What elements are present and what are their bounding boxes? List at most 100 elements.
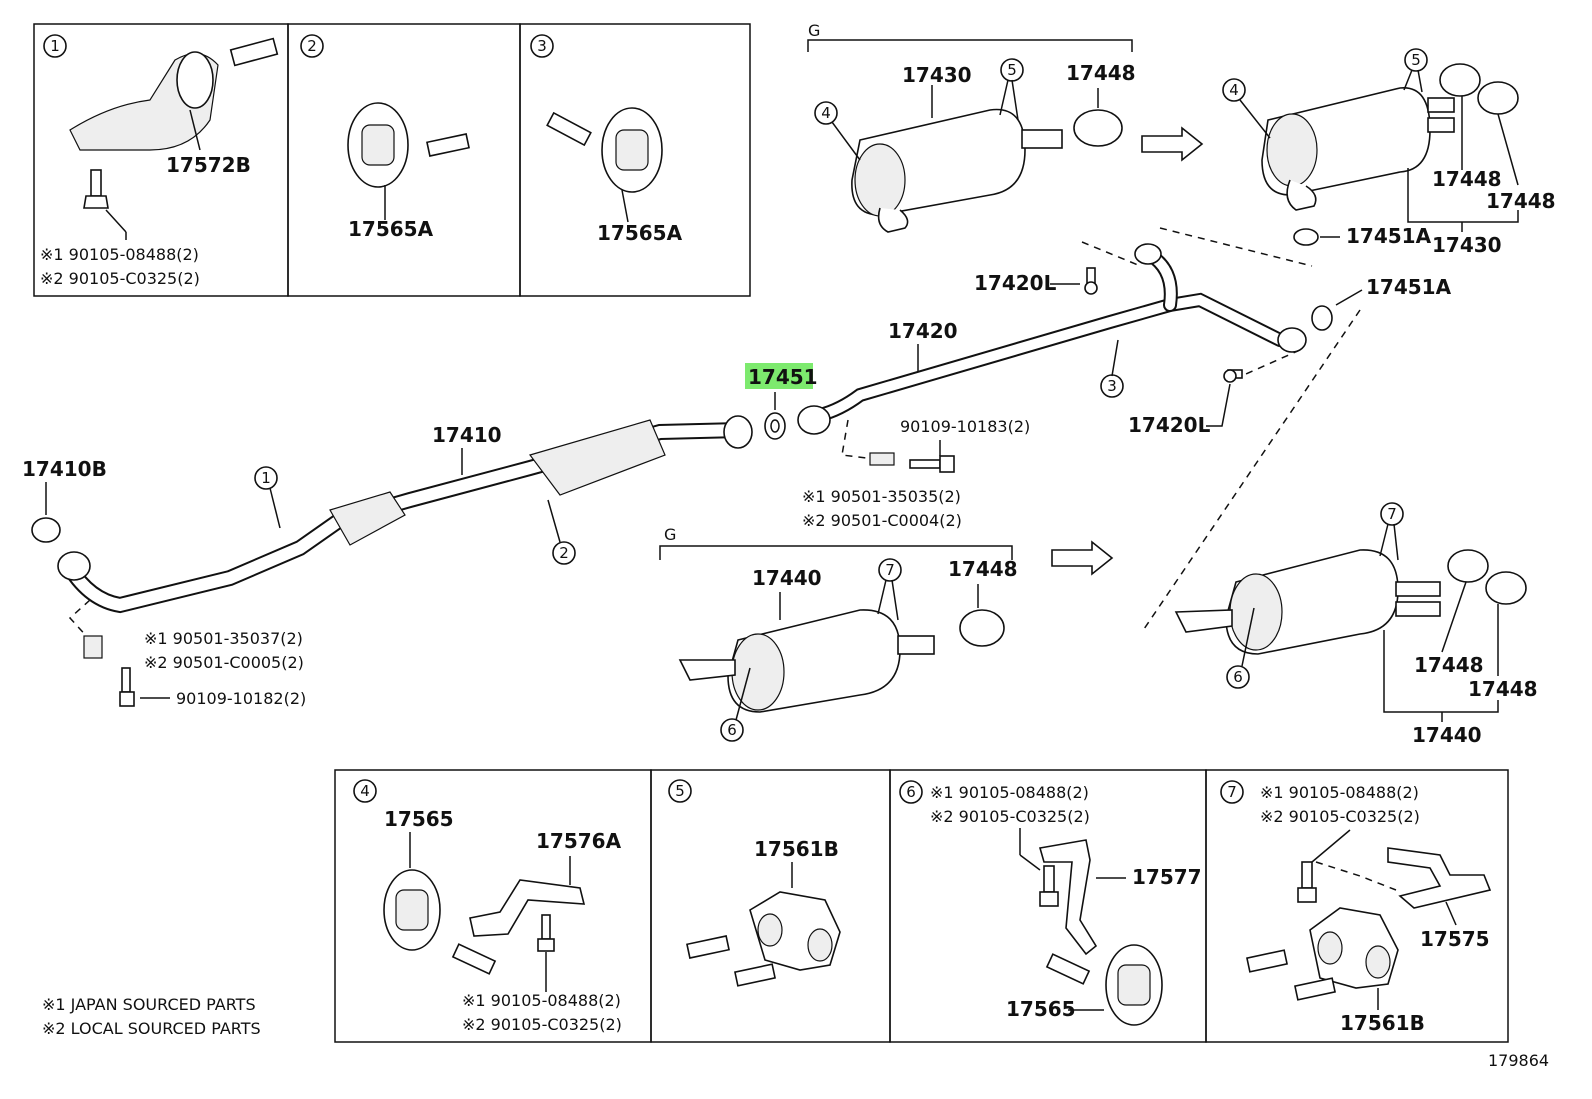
svg-text:1: 1: [261, 469, 271, 487]
tail-pipe-17448-br2: [1485, 571, 1527, 605]
label-17561B-b7: 17561B: [1340, 1011, 1425, 1035]
tail-pipe-17448-r1: [1439, 63, 1481, 97]
callout-6-b: 6: [1226, 665, 1250, 689]
callout-3-box: 3: [530, 34, 554, 58]
svg-text:4: 4: [1229, 81, 1239, 99]
svg-text:6: 6: [1233, 668, 1243, 686]
gasket-17451: 17451: [745, 363, 818, 440]
front-pipe-17410: 17410 1 2 17410B ※1 90501-35037(2) ※2 90…: [22, 415, 753, 708]
label-17410: 17410: [432, 423, 502, 447]
label-17565A-b: 17565A: [597, 221, 683, 245]
label-17565A-a: 17565A: [348, 217, 434, 241]
detail-box-5: 5 17561B: [650, 769, 891, 1043]
bracket-17577: [1038, 839, 1098, 956]
bolt-90109-10182: 90109-10182(2): [176, 689, 306, 708]
callout-7-a: 7: [878, 558, 902, 582]
label-17451: 17451: [748, 365, 818, 389]
detail-box-6: 6 ※1 90105-08488(2) ※2 90105-C0325(2) 17…: [889, 769, 1207, 1043]
arrow-right-top: [1141, 126, 1204, 162]
callout-1-box: 1: [43, 34, 67, 58]
svg-text:1: 1: [50, 37, 60, 55]
detail-box-3: 3 17565A: [519, 23, 751, 297]
tail-pipe-17448-a: [1073, 109, 1123, 147]
callout-7-b: 7: [1380, 502, 1404, 526]
box4-bolt-jp: ※1 90105-08488(2): [462, 991, 621, 1010]
box1-bolt-local: ※2 90105-C0325(2): [40, 269, 200, 288]
label-17451A-a: 17451A: [1346, 224, 1432, 248]
detail-box-7: 7 ※1 90105-08488(2) ※2 90105-C0325(2) 17…: [1205, 769, 1509, 1043]
tail-pipe-17448-br1: [1447, 549, 1489, 583]
label-17451A-b: 17451A: [1366, 275, 1452, 299]
catalytic-converter-rear: [529, 419, 666, 496]
tail-pipe-17448-r2: [1477, 81, 1519, 115]
callout-5-box: 5: [668, 779, 692, 803]
legend-note-local: ※2 LOCAL SOURCED PARTS: [42, 1019, 261, 1038]
catalytic-converter-front: [329, 491, 406, 546]
spring-b-local: ※2 90501-C0005(2): [144, 653, 304, 672]
detail-box-4: 4 17565 17576A ※1 90105-08488(2) ※2 9010…: [334, 769, 652, 1043]
box1-bolt-jp: ※1 90105-08488(2): [40, 245, 199, 264]
highlight-17451: [745, 363, 813, 389]
muffler-17430-variant: 4 5 17448 17448 17430 17451A: [1222, 48, 1556, 257]
box6-bolt-jp: ※1 90105-08488(2): [930, 783, 1089, 802]
box7-bolt-local: ※2 90105-C0325(2): [1260, 807, 1420, 826]
callout-6-a: 6: [720, 718, 744, 742]
svg-text:7: 7: [1387, 505, 1397, 523]
group-g-mid: G: [664, 525, 676, 544]
callout-6-box: 6: [899, 780, 923, 804]
svg-text:2: 2: [307, 37, 317, 55]
svg-text:3: 3: [1107, 377, 1117, 395]
callout-5-b: 5: [1404, 48, 1428, 72]
label-17420L-a: 17420L: [974, 271, 1057, 295]
callout-4-b: 4: [1222, 78, 1246, 102]
label-17448-br2: 17448: [1468, 677, 1538, 701]
callout-5-a: 5: [1000, 58, 1024, 82]
callout-2-box: 2: [300, 34, 324, 58]
label-17430-top: 17430: [902, 63, 972, 87]
svg-text:6: 6: [906, 783, 916, 801]
label-17420L-b: 17420L: [1128, 413, 1211, 437]
label-17410B: 17410B: [22, 457, 107, 481]
svg-text:2: 2: [559, 544, 569, 562]
legend-note-japan: ※1 JAPAN SOURCED PARTS: [42, 995, 256, 1014]
bolt-90109-10183: 90109-10183(2): [900, 417, 1030, 436]
label-17561B-b5: 17561B: [754, 837, 839, 861]
label-17430-r: 17430: [1432, 233, 1502, 257]
bracket-17576A: [469, 879, 586, 937]
svg-text:7: 7: [885, 561, 895, 579]
callout-3: 3: [1100, 374, 1124, 398]
label-17448-mid: 17448: [948, 557, 1018, 581]
label-17577: 17577: [1132, 865, 1202, 889]
label-17448-top: 17448: [1066, 61, 1136, 85]
detail-box-1: 1 17572B ※1 90105-08488(2) ※2 90105-C032…: [33, 23, 289, 297]
tail-pipe-17448-mid: [959, 609, 1005, 647]
svg-text:5: 5: [1411, 51, 1421, 69]
spring-b-jp: ※1 90501-35037(2): [144, 629, 303, 648]
svg-text:3: 3: [537, 37, 547, 55]
diagram-id: 179864: [1488, 1051, 1549, 1070]
callout-4-box: 4: [353, 779, 377, 803]
spring-a-jp: ※1 90501-35035(2): [802, 487, 961, 506]
group-g-top: G: [808, 21, 820, 40]
box7-bolt-jp: ※1 90105-08488(2): [1260, 783, 1419, 802]
muffler-17440-variant: 7 6 17448 17448 17440: [1174, 502, 1538, 747]
box4-bolt-local: ※2 90105-C0325(2): [462, 1015, 622, 1034]
gasket-17451A-a: [1293, 228, 1319, 246]
label-17572B: 17572B: [166, 153, 251, 177]
box6-bolt-local: ※2 90105-C0325(2): [930, 807, 1090, 826]
svg-text:4: 4: [360, 782, 370, 800]
svg-text:6: 6: [727, 721, 737, 739]
muffler-17430-assembly: G 4 5 17430 17448: [807, 21, 1204, 233]
gasket-17410B: [31, 517, 61, 543]
label-17440-r: 17440: [1412, 723, 1482, 747]
label-17576A: 17576A: [536, 829, 622, 853]
arrow-right-mid: [1051, 540, 1114, 576]
center-pipe-17420: 17420 3 17420L 17420L 17451A 90109-10183…: [797, 227, 1452, 633]
label-17565-b4: 17565: [384, 807, 454, 831]
callout-1: 1: [254, 466, 278, 490]
callout-7-box: 7: [1220, 780, 1244, 804]
callout-4-a: 4: [814, 101, 838, 125]
detail-box-2: 2 17565A: [287, 23, 521, 297]
label-17448-br1: 17448: [1414, 653, 1484, 677]
